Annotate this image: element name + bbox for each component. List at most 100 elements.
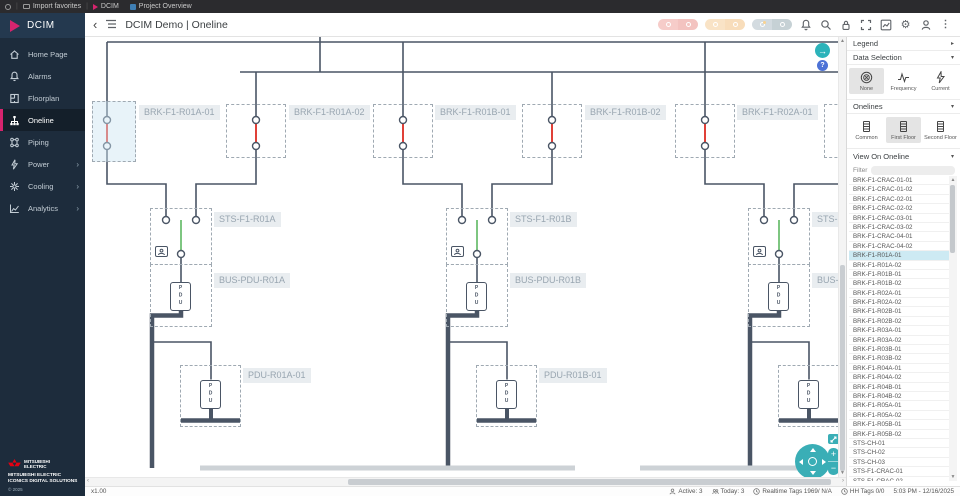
list-item[interactable]: BRK-F1-CRAC-02-02 (849, 204, 949, 214)
pdu-symbol[interactable]: PDU (496, 380, 517, 409)
list-item[interactable]: STS-F1-CRAC-02 (849, 476, 949, 481)
scroll-right-icon[interactable]: › (842, 478, 844, 484)
list-item[interactable]: BRK-F1-R02A-02 (849, 298, 949, 308)
pdu-symbol[interactable]: PDU (466, 282, 487, 311)
label-chip[interactable]: STS-F1-R02A (812, 212, 838, 227)
pan-up-icon[interactable] (809, 448, 816, 452)
list-item[interactable]: BRK-F1-R03B-01 (849, 345, 949, 355)
trends-button[interactable] (879, 18, 892, 31)
label-chip[interactable]: BRK-F1-R01B-02 (585, 105, 666, 120)
list-item[interactable]: BRK-F1-CRAC-04-01 (849, 232, 949, 242)
back-button[interactable]: ‹ (93, 17, 98, 32)
oneline-option-first-floor[interactable]: First Floor (886, 117, 921, 143)
zoom-in-button[interactable]: + (830, 449, 837, 459)
notifications-bell-button[interactable] (799, 18, 812, 31)
critical-alarm-badge[interactable] (658, 19, 698, 30)
app-brand[interactable]: DCIM (0, 13, 85, 38)
sidebar-item-alarms[interactable]: Alarms (0, 65, 85, 87)
list-item[interactable]: BRK-F1-R04B-02 (849, 391, 949, 402)
list-item[interactable]: BRK-F1-R02B-02 (849, 316, 949, 327)
pan-down-icon[interactable] (809, 471, 816, 475)
label-chip[interactable]: BRK-F1-R01A-01 (139, 105, 220, 120)
lock-button[interactable] (839, 18, 852, 31)
list-scrollbar[interactable]: ▲ ▼ (949, 176, 957, 481)
legend-section-header[interactable]: Legend ▸ (847, 37, 960, 51)
list-item[interactable]: BRK-F1-R01B-02 (849, 279, 949, 289)
scroll-down-icon[interactable]: ▼ (950, 474, 956, 480)
more-options-button[interactable]: ⋮ (940, 19, 951, 30)
pan-compass[interactable] (795, 444, 830, 477)
label-chip[interactable]: PDU-R01A-01 (243, 368, 311, 383)
breaker-box-brk-f1-r02a-01[interactable] (675, 104, 735, 158)
table-of-contents-icon[interactable] (105, 16, 117, 34)
bus-pdu-box-r01b[interactable] (446, 264, 508, 327)
list-item[interactable]: BRK-F1-R03B-02 (849, 354, 949, 364)
data-selection-option-none[interactable]: None (849, 68, 884, 94)
list-item[interactable]: BRK-F1-R01B-01 (849, 269, 949, 280)
bus-pdu-box-r02a[interactable] (748, 264, 810, 327)
pan-right-icon[interactable] (822, 458, 826, 465)
pdu-box-r01b-01[interactable] (476, 365, 537, 427)
list-item[interactable]: BRK-F1-R03A-01 (849, 326, 949, 336)
sidebar-item-home-page[interactable]: Home Page (0, 43, 85, 65)
zoom-out-button[interactable]: − (828, 461, 838, 474)
label-chip[interactable]: BRK-F1-R02A-01 (737, 105, 818, 120)
list-scroll-thumb[interactable] (950, 185, 955, 253)
warning-alarm-badge[interactable] (705, 19, 745, 30)
list-item[interactable]: BRK-F1-CRAC-02-01 (849, 194, 949, 205)
list-item[interactable]: STS-CH-01 (849, 438, 949, 449)
list-item[interactable]: BRK-F1-CRAC-01-01 (849, 176, 949, 186)
bus-pdu-box-r01a[interactable] (150, 264, 212, 327)
list-item[interactable]: STS-CH-03 (849, 457, 949, 468)
vertical-scroll-thumb[interactable] (840, 265, 845, 471)
operator-badge[interactable] (753, 246, 766, 257)
label-chip[interactable]: PDU-R01B-01 (539, 368, 607, 383)
list-item[interactable]: BRK-F1-R02B-01 (849, 307, 949, 317)
canvas-horizontal-scrollbar[interactable]: ‹ › (85, 477, 846, 486)
next-view-button[interactable]: → (815, 43, 830, 58)
breaker-box-brk-f1-r01a-01[interactable] (92, 101, 136, 162)
favorite-project-overview[interactable]: Project Overview (129, 3, 192, 10)
search-button[interactable] (819, 18, 832, 31)
onelines-section-header[interactable]: Onelines ▾ (847, 100, 960, 114)
operator-badge[interactable] (451, 246, 464, 257)
sidebar-item-power[interactable]: Power › (0, 153, 85, 175)
list-item[interactable]: BRK-F1-R02A-01 (849, 288, 949, 299)
horizontal-scroll-thumb[interactable] (348, 479, 831, 485)
data-selection-option-frequency[interactable]: Frequency (886, 68, 921, 94)
help-button[interactable]: ? (817, 60, 828, 71)
oneline-canvas[interactable]: BRK-F1-R01A-01 BRK-F1-R01A-02 BRK-F1-R01… (85, 37, 846, 477)
oneline-option-second-floor[interactable]: Second Floor (923, 117, 958, 143)
favorite-dcim[interactable]: DCIM (92, 3, 119, 10)
label-chip[interactable]: BUS-PDU-R02A (812, 273, 838, 288)
list-item[interactable]: BRK-F1-CRAC-04-02 (849, 241, 949, 252)
canvas-vertical-scrollbar[interactable]: ▲ ▼ (838, 37, 846, 477)
scroll-up-icon[interactable]: ▲ (840, 38, 845, 44)
breaker-box-brk-f1-r02a-02[interactable] (824, 104, 838, 158)
sidebar-item-analytics[interactable]: Analytics › (0, 197, 85, 219)
pdu-symbol[interactable]: PDU (798, 380, 819, 409)
fullscreen-button[interactable] (859, 18, 872, 31)
data-selection-option-current[interactable]: Current (923, 68, 958, 94)
oneline-option-common[interactable]: Common (849, 117, 884, 143)
zoom-control[interactable]: + − (828, 448, 838, 475)
filter-input[interactable] (871, 166, 956, 175)
list-item[interactable]: STS-F1-CRAC-01 (849, 467, 949, 477)
notification-badge[interactable] (752, 19, 792, 30)
scroll-left-icon[interactable]: ‹ (87, 478, 89, 484)
label-chip[interactable]: BUS-PDU-R01A (214, 273, 291, 288)
list-item[interactable]: BRK-F1-R04A-01 (849, 363, 949, 374)
pdu-symbol[interactable]: PDU (200, 380, 221, 409)
globe-icon[interactable] (5, 3, 11, 10)
breaker-box-brk-f1-r01a-02[interactable] (226, 104, 286, 158)
breaker-box-brk-f1-r01b-01[interactable] (373, 104, 433, 158)
sidebar-item-piping[interactable]: Piping (0, 131, 85, 153)
list-item[interactable]: BRK-F1-R04B-01 (849, 382, 949, 392)
pan-left-icon[interactable] (799, 458, 803, 465)
list-item[interactable]: BRK-F1-R05A-02 (849, 410, 949, 421)
import-favorites-button[interactable]: Import favorites (22, 3, 81, 10)
list-item[interactable]: BRK-F1-R04A-02 (849, 373, 949, 383)
list-item[interactable]: BRK-F1-CRAC-01-02 (849, 185, 949, 195)
label-chip[interactable]: STS-F1-R01B (510, 212, 577, 227)
list-item[interactable]: BRK-F1-R05B-01 (849, 420, 949, 430)
